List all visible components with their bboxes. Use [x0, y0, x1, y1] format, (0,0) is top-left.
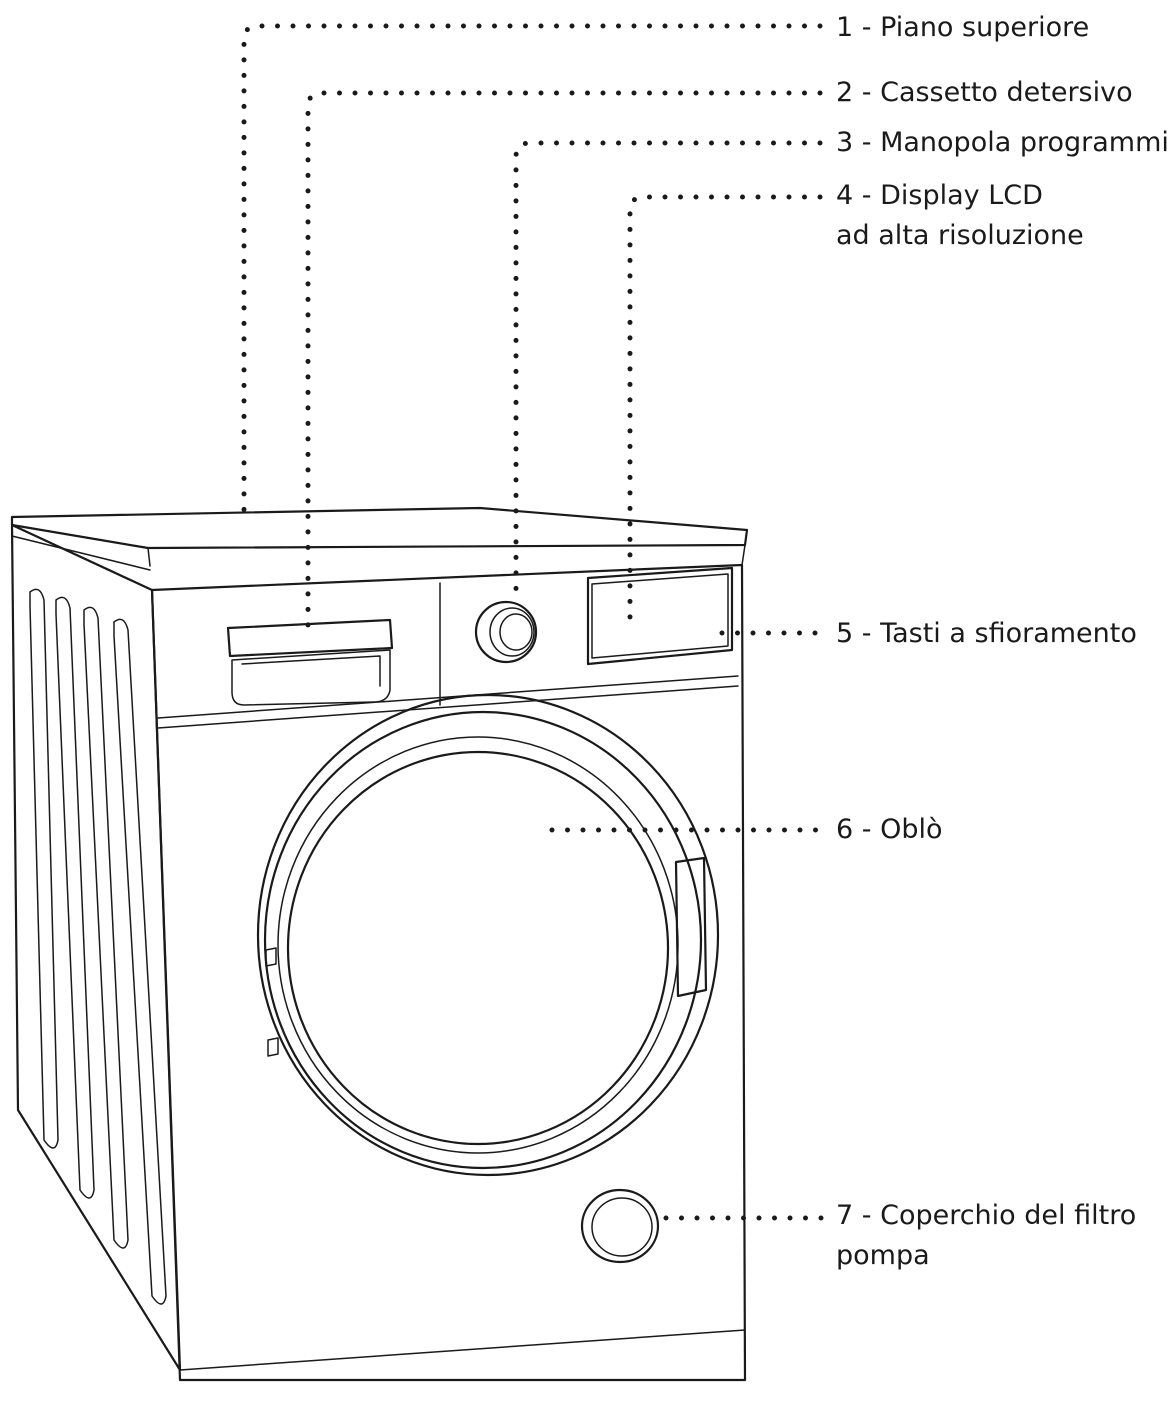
- leader-piano-superiore: [241, 23, 823, 515]
- label-tasti-sfioramento: 5 - Tasti a sfioramento: [836, 618, 1137, 649]
- label-cassetto-detersivo: 2 - Cassetto detersivo: [836, 77, 1133, 108]
- washing-machine-illustration: [10, 506, 749, 1382]
- label-coperchio-filtro: 7 - Coperchio del filtro pompa: [836, 1200, 1145, 1271]
- door-handle: [674, 856, 708, 998]
- leader-lines: [241, 23, 833, 1221]
- pump-filter-cover: [580, 1188, 660, 1264]
- top-panel: [10, 506, 749, 550]
- detergent-drawer: [226, 618, 394, 706]
- label-manopola-programmi: 3 - Manopola programmi: [836, 127, 1169, 158]
- lcd-display: [586, 566, 734, 666]
- leader-display-lcd: [627, 194, 823, 631]
- side-grooves: [29, 588, 167, 1305]
- front-panel: [150, 563, 747, 1382]
- label-display-lcd: 4 - Display LCD ad alta risoluzione: [836, 180, 1084, 251]
- leader-manopola-programmi: [513, 140, 823, 603]
- label-piano-superiore: 1 - Piano superiore: [836, 12, 1089, 43]
- label-oblo: 6 - Oblò: [836, 814, 943, 845]
- door: [256, 693, 720, 1177]
- leader-cassetto-detersivo: [305, 90, 823, 629]
- program-knob: [474, 600, 538, 664]
- callout-labels: 1 - Piano superiore 2 - Cassetto detersi…: [836, 12, 1169, 1271]
